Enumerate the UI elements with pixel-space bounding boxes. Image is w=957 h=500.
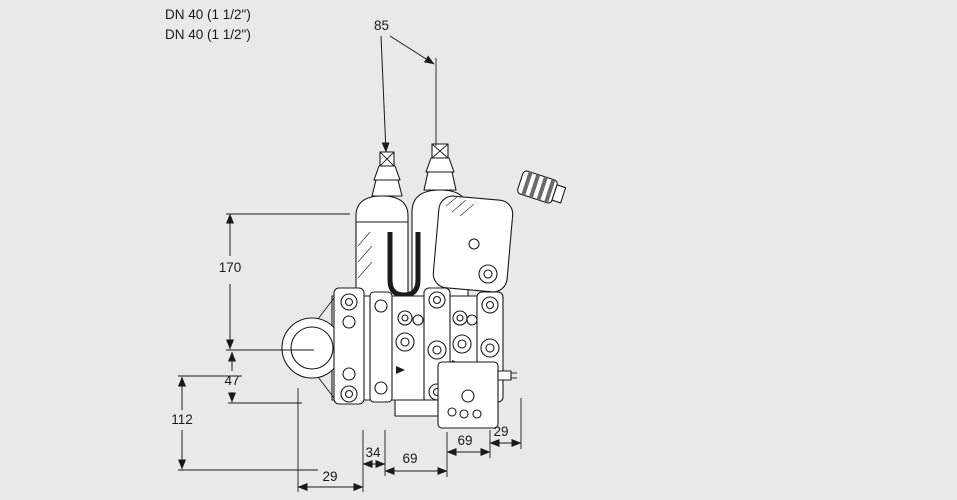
lower-block: [394, 361, 517, 429]
yoke: [387, 232, 421, 298]
flow-arrow-left: [396, 366, 405, 374]
right-actuator: [411, 143, 514, 299]
dim-label-69-left: 69: [402, 451, 417, 466]
dim-label-34: 34: [365, 445, 381, 460]
dim-label-29-bottom: 29: [322, 469, 337, 484]
dim-label-29-right: 29: [493, 424, 508, 439]
left-actuator: [355, 151, 409, 299]
valve-body-drawing: [281, 143, 567, 429]
dim-label-69-right: 69: [457, 433, 472, 448]
dim-label-170: 170: [219, 260, 242, 275]
dn-label-2: DN 40 (1 1/2"): [165, 27, 251, 42]
dimension-lines: [178, 35, 522, 492]
dim-label-47: 47: [224, 373, 239, 388]
labels: DN 40 (1 1/2") DN 40 (1 1/2") 85 170 47 …: [165, 7, 509, 484]
dn-label-1: DN 40 (1 1/2"): [165, 7, 251, 22]
dim-label-85: 85: [374, 18, 389, 33]
coupling-fitting: [517, 170, 567, 204]
dim-label-112: 112: [171, 412, 193, 427]
valve-main-body: [281, 287, 504, 405]
